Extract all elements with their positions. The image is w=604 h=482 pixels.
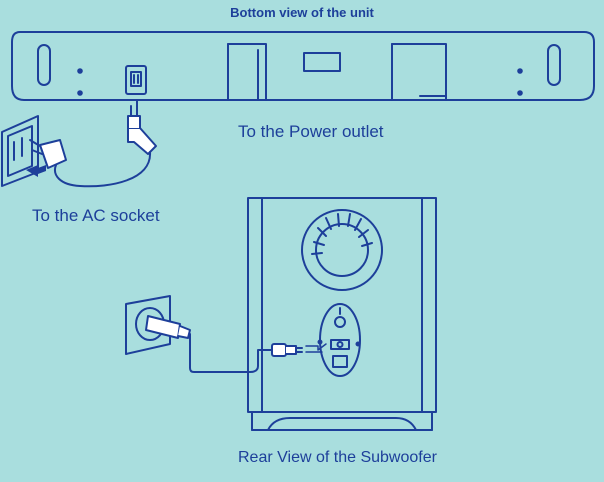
- subwoofer-rear-view: [247, 197, 437, 431]
- soundbar-bottom-view: [11, 31, 595, 101]
- power-outlet-label: To the Power outlet: [238, 122, 384, 141]
- pairing-button: [334, 316, 346, 328]
- power-port: [125, 65, 147, 95]
- screw-dot: [77, 90, 83, 96]
- rear-control-panel: [317, 303, 361, 377]
- bass-port: [301, 209, 383, 291]
- right-mount-bracket: [391, 43, 447, 101]
- ac-socket-label: To the AC socket: [32, 206, 160, 225]
- screw-dot: [517, 90, 523, 96]
- rear-view-label: Rear View of the Subwoofer: [238, 449, 437, 466]
- l-shaped-connector-icon: [127, 105, 157, 155]
- right-foot-slot: [547, 44, 561, 86]
- wall-outlet-icon: [1, 115, 39, 187]
- screw-dot: [517, 68, 523, 74]
- soundbar-power-cable: [29, 99, 157, 188]
- screw-dot: [77, 68, 83, 74]
- arrow-left-icon: [26, 165, 46, 177]
- label-window: [303, 52, 341, 72]
- subwoofer-power-cable: [125, 295, 327, 373]
- power-input-port: [330, 339, 350, 350]
- aux-port: [332, 355, 348, 368]
- power-plug-icon: [29, 139, 67, 169]
- bottom-view-label: Bottom view of the unit: [230, 5, 374, 20]
- power-plug-icon: [145, 315, 191, 339]
- dc-plug-icon: [271, 343, 303, 357]
- left-foot-slot: [37, 44, 51, 86]
- left-mount-bracket: [227, 43, 267, 101]
